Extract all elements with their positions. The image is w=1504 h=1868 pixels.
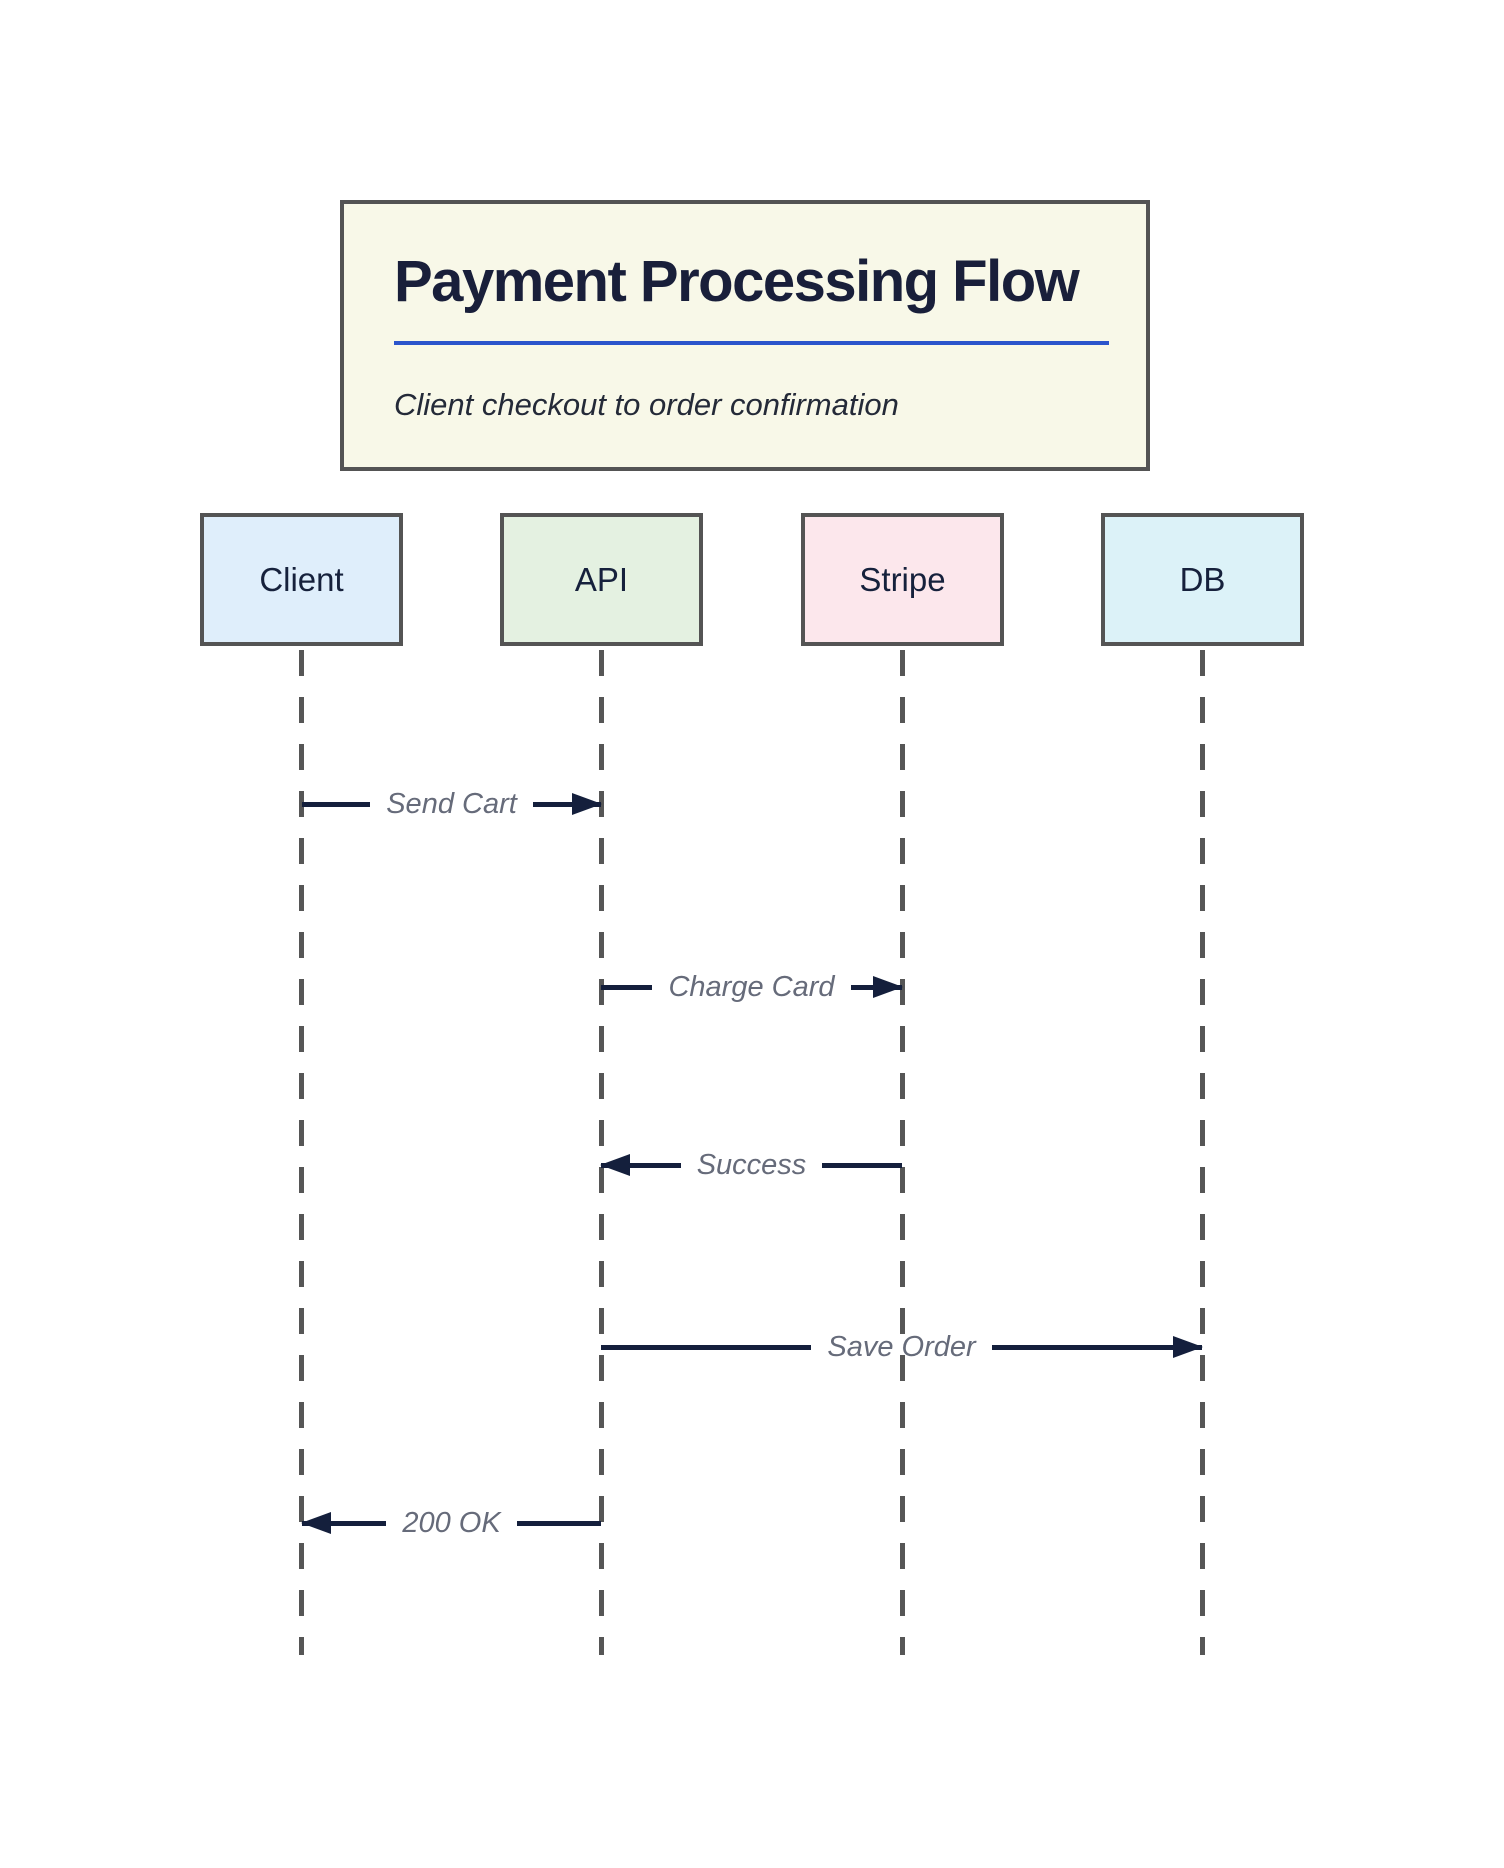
arrowhead-right-icon	[572, 793, 602, 815]
message-line	[601, 984, 653, 990]
message-line	[532, 801, 602, 807]
diagram-subtitle: Client checkout to order confirmation	[394, 386, 899, 422]
lifeline-api	[599, 650, 604, 1655]
message-label: Success	[696, 1148, 807, 1181]
message-label: Save Order	[827, 1330, 976, 1363]
message-label: Send Cart	[386, 787, 517, 820]
lifeline-stripe	[900, 650, 905, 1655]
lifeline-client	[299, 650, 304, 1655]
arrowhead-right-icon	[873, 976, 903, 998]
message-line	[516, 1520, 601, 1526]
title-underline	[394, 340, 1109, 345]
diagram-title: Payment Processing Flow	[394, 249, 1080, 314]
title-box: Payment Processing Flow Client checkout …	[340, 200, 1150, 471]
message-line	[601, 1162, 681, 1168]
lifeline-db	[1200, 650, 1205, 1655]
actor-box-client: Client	[200, 513, 403, 646]
message-charge-card: Charge Card	[601, 970, 903, 1003]
message-send-cart: Send Cart	[302, 787, 602, 820]
actor-box-stripe: Stripe	[801, 513, 1004, 646]
message-line	[302, 1520, 387, 1526]
actor-box-api: API	[500, 513, 703, 646]
arrowhead-left-icon	[301, 1512, 331, 1534]
message-success: Success	[600, 1148, 903, 1181]
message-label: 200 OK	[402, 1506, 501, 1539]
message-line	[822, 1162, 903, 1168]
message-line	[991, 1344, 1203, 1350]
message-line	[302, 801, 371, 807]
message-200-ok: 200 OK	[301, 1506, 601, 1539]
message-label: Charge Card	[668, 970, 835, 1003]
arrowhead-left-icon	[600, 1154, 630, 1176]
actor-box-db: DB	[1101, 513, 1304, 646]
message-save-order: Save Order	[601, 1330, 1203, 1363]
message-line	[601, 1344, 812, 1350]
arrowhead-right-icon	[1173, 1336, 1203, 1358]
